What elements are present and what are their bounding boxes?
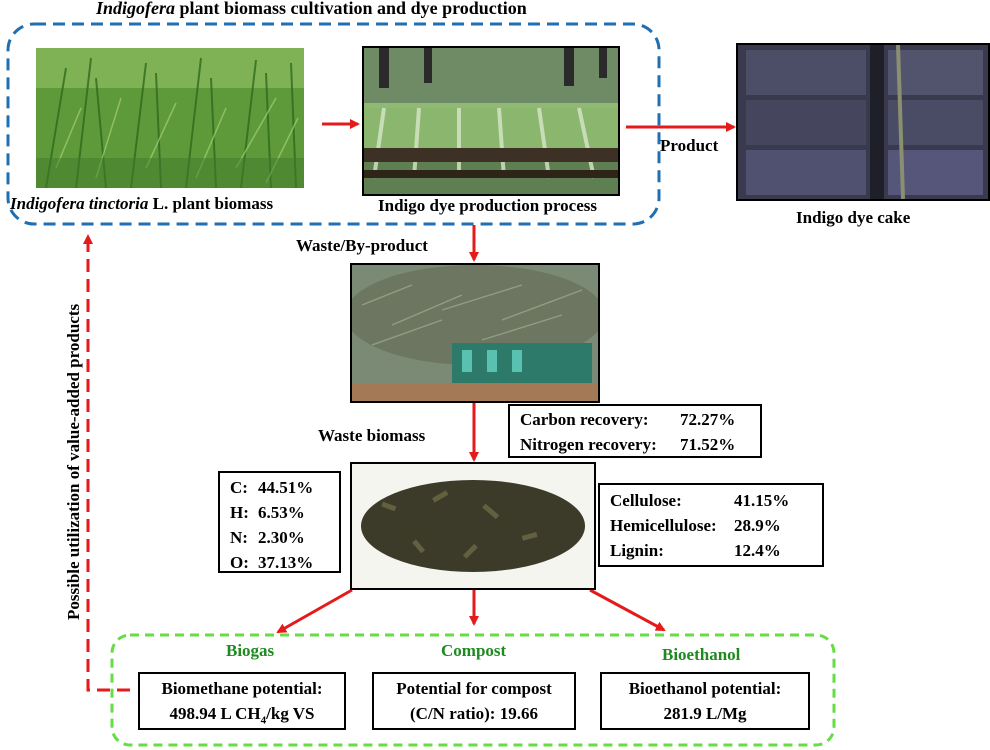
lignocellulose-box: Cellulose:41.15% Hemicellulose:28.9% Lig… (598, 483, 824, 567)
biogas-title: Biogas (226, 641, 275, 660)
bioethanol-title: Bioethanol (662, 645, 741, 664)
products-frame (110, 633, 836, 747)
plant-caption: Indigofera tinctoria L. plant biomass (10, 194, 274, 213)
waste-pile-photo (350, 263, 600, 403)
biomass-photo (350, 462, 596, 590)
indigo-cake-photo (736, 43, 990, 201)
biogas-box: Biomethane potential: 498.94 L CH4/kg VS (138, 672, 346, 730)
plant-photo (36, 48, 304, 188)
feedback-loop (83, 234, 130, 692)
top-title: Indigofera plant biomass cultivation and… (96, 0, 527, 18)
compost-title: Compost (441, 641, 507, 660)
compost-box: Potential for compost (C/N ratio): 19.66 (372, 672, 576, 730)
recovery-row-nitrogen: Nitrogen recovery: 71.52% (520, 435, 736, 454)
process-caption: Indigo dye production process (378, 196, 597, 215)
arrow-to-bioethanol (589, 588, 666, 632)
process-photo (362, 46, 620, 196)
bioethanol-box: Bioethanol potential: 281.9 L/Mg (600, 672, 810, 730)
elemental-composition-box: C:44.51% H:6.53% N:2.30% O:37.13% (218, 471, 341, 573)
side-utilization-label: Possible utilization of value-added prod… (64, 303, 83, 620)
waste-byproduct-label: Waste/By-product (296, 236, 428, 255)
cake-caption: Indigo dye cake (796, 208, 911, 227)
waste-biomass-label: Waste biomass (318, 426, 426, 445)
recovery-row-carbon: Carbon recovery: 72.27% (520, 410, 736, 429)
product-label: Product (660, 136, 719, 155)
recovery-box: Carbon recovery: 72.27% Nitrogen recover… (508, 404, 762, 458)
cultivation-frame (6, 22, 661, 226)
arrow-to-biogas (276, 588, 353, 634)
